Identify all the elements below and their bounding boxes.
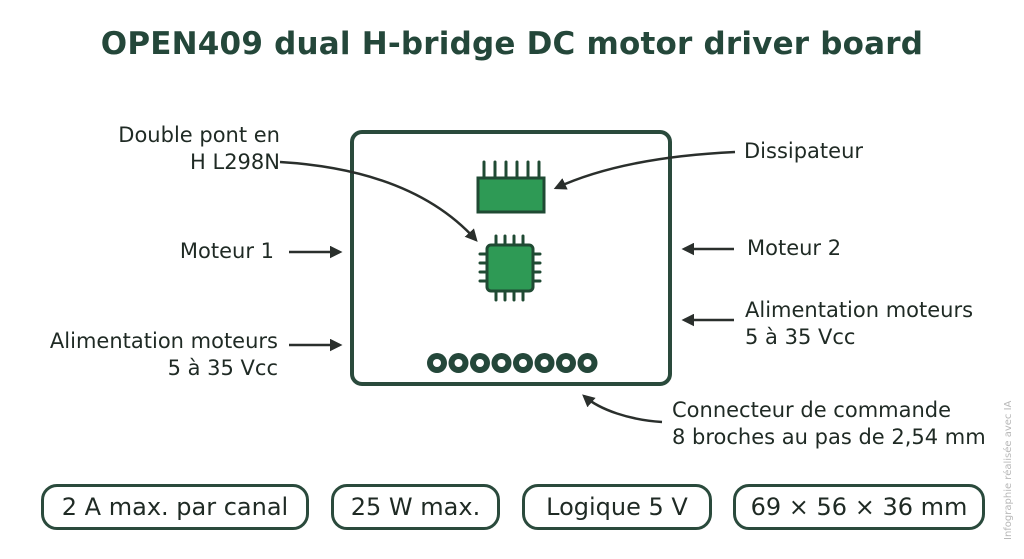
connector-pin-hole (433, 359, 441, 367)
l298n-chip-icon (478, 234, 542, 302)
power-right-label-line1: Alimentation moteurs (745, 298, 974, 322)
power-left-label-line1: Alimentation moteurs (49, 329, 278, 353)
connector-pin-hole (540, 359, 549, 367)
heatsink-label: Dissipateur (744, 139, 864, 163)
page-title: OPEN409 dual H-bridge DC motor driver bo… (100, 26, 924, 62)
spec-current-badge: 2 A max. par canal (41, 484, 309, 530)
motor1-label: Moteur 1 (179, 239, 274, 263)
ai-credit-text: Infographie réalisée avec IA (1003, 400, 1014, 540)
hbridge-label-line1: Double pont en (118, 123, 280, 147)
connector-pin-hole (476, 359, 484, 367)
power-right-label: Alimentation moteurs 5 à 35 Vcc (745, 297, 973, 351)
connector-pin-hole (583, 359, 592, 367)
connector-pin-hole (519, 359, 527, 367)
connector-pin-hole (562, 359, 570, 367)
power-left-label: Alimentation moteurs 5 à 35 Vcc (50, 328, 278, 382)
hbridge-label: Double pont en H L298N (118, 122, 280, 176)
motor2-label: Moteur 2 (747, 236, 842, 260)
ai-credit: Infographie réalisée avec IA (1003, 400, 1017, 540)
hbridge-arrow (279, 160, 478, 242)
connector-label: Connecteur de commande 8 broches au pas … (672, 397, 986, 451)
heatsink-icon (476, 160, 546, 214)
connector-arrow (582, 394, 663, 424)
power-right-label-line2: 5 à 35 Vcc (745, 325, 856, 349)
spec-logic-badge: Logique 5 V (522, 484, 712, 530)
connector-pin-hole (497, 359, 506, 367)
spec-power-badge: 25 W max. (331, 484, 500, 530)
connector-label-line2: 8 broches au pas de 2,54 mm (672, 425, 986, 449)
connector-pin-hole (454, 359, 463, 367)
connector-label-line1: Connecteur de commande (672, 398, 952, 422)
connector-pins (427, 353, 598, 373)
spec-dimensions-badge: 69 × 56 × 36 mm (733, 484, 985, 530)
hbridge-label-line2: H L298N (190, 150, 280, 174)
heatsink-arrow (553, 150, 736, 190)
power-left-label-line2: 5 à 35 Vcc (167, 356, 278, 380)
